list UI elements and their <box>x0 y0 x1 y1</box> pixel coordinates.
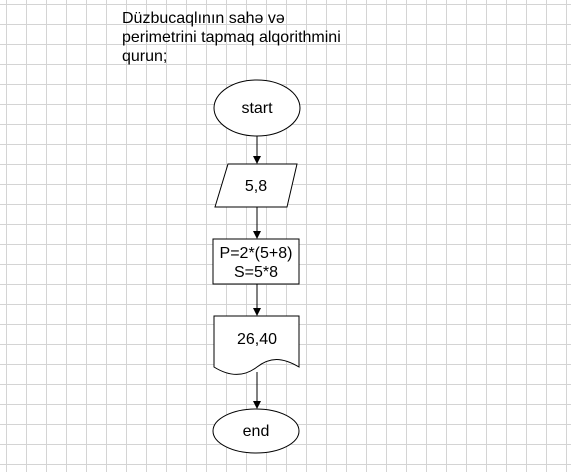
process-formula-area: S=5*8 <box>234 264 278 281</box>
input-label: 5,8 <box>245 178 267 195</box>
task-description: Düzbucaqlının sahə və perimetrini tapmaq… <box>122 10 341 65</box>
start-node[interactable]: start <box>213 79 301 137</box>
end-label: end <box>243 423 270 440</box>
output-node[interactable]: 26,40 <box>213 315 300 375</box>
end-node[interactable]: end <box>212 408 300 454</box>
output-label: 26,40 <box>237 331 277 348</box>
process-formula-perimeter: P=2*(5+8) <box>220 245 293 262</box>
input-node[interactable]: 5,8 <box>214 163 298 208</box>
start-label: start <box>241 100 273 117</box>
process-node[interactable]: P=2*(5+8) S=5*8 <box>212 238 300 285</box>
